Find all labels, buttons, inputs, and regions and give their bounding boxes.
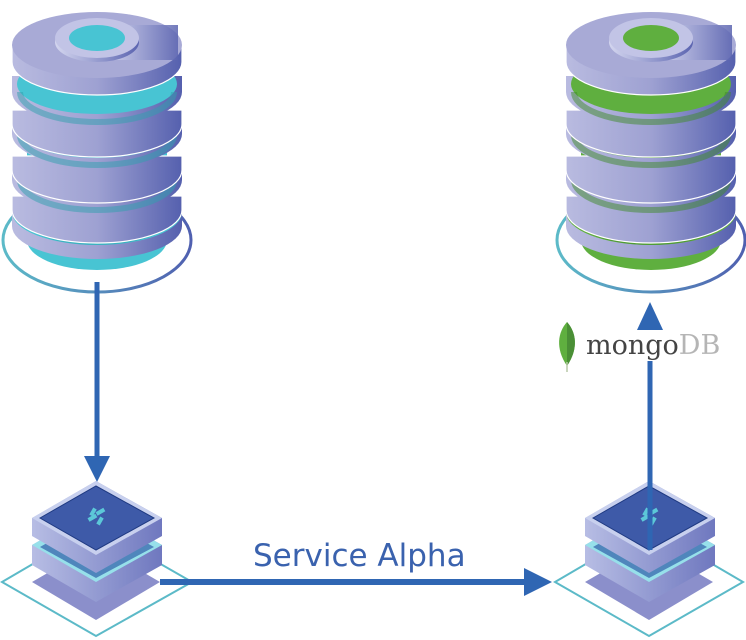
source-service-node-icon	[0, 481, 195, 638]
arrow-service-to-service	[160, 568, 552, 596]
arrow-service-to-db	[637, 302, 663, 550]
target-database-icon	[555, 12, 746, 294]
db-top-disk	[11, 12, 183, 96]
mongodb-logo-accent-text: DB	[678, 329, 721, 361]
mongodb-logo-text: mongo	[586, 329, 679, 361]
db-top-disk	[565, 12, 737, 96]
db-disk	[565, 98, 737, 168]
mongodb-leaf-icon	[559, 322, 575, 372]
arrow-db-to-service	[84, 282, 110, 482]
service-logo-icon	[87, 507, 106, 526]
edge-label-service-alpha: Service Alpha	[253, 538, 466, 574]
source-database-icon	[1, 12, 193, 294]
service-top-face	[38, 485, 156, 551]
